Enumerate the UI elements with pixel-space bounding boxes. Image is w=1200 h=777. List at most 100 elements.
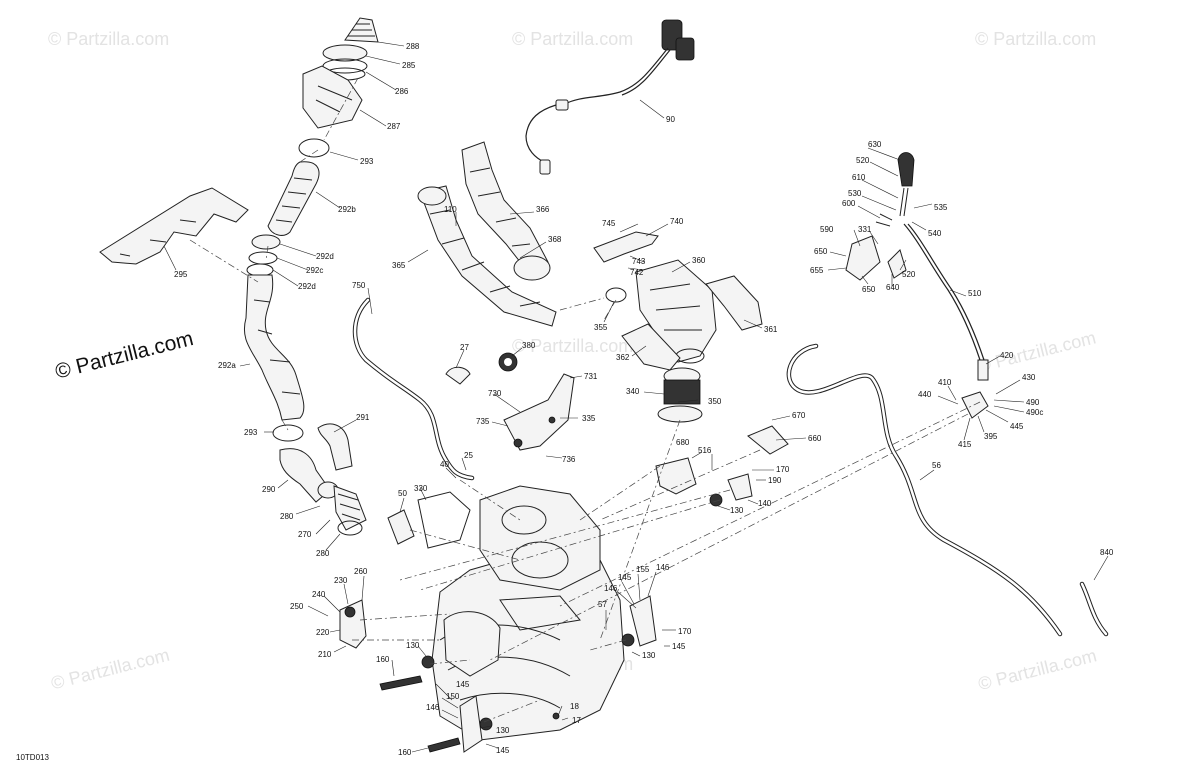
callout-335: 335 (582, 414, 596, 423)
panel-361 (705, 275, 763, 331)
callout-355: 355 (594, 323, 608, 332)
bracket-680 (655, 457, 697, 495)
projection-lines (189, 77, 981, 723)
callout-540: 540 (928, 229, 942, 238)
engine-block (417, 485, 625, 741)
callout-146: 146 (604, 584, 618, 593)
callout-330: 330 (414, 484, 428, 493)
callout-745: 745 (602, 219, 616, 228)
drawing-code: 10TD013 (16, 753, 49, 762)
callout-490c: 490c (1026, 408, 1043, 417)
callout-285: 285 (402, 61, 416, 70)
callout-440: 440 (918, 390, 932, 399)
callout-230: 230 (334, 576, 348, 585)
callout-130: 130 (496, 726, 510, 735)
callout-650: 650 (862, 285, 876, 294)
clamp-355 (605, 287, 627, 303)
callout-340: 340 (626, 387, 640, 396)
callout-742: 742 (630, 268, 644, 277)
watermark: © Partzilla.com (48, 29, 169, 49)
callout-368: 368 (548, 235, 562, 244)
callout-290: 290 (262, 485, 276, 494)
watermark: © Partzilla.com (49, 645, 172, 694)
callout-50: 50 (398, 489, 407, 498)
callout-520: 520 (856, 156, 870, 165)
callout-291: 291 (356, 413, 370, 422)
bracket-740 (593, 231, 659, 263)
callout-420: 420 (1000, 351, 1014, 360)
callout-840: 840 (1100, 548, 1114, 557)
bracket-730 (503, 373, 575, 451)
callout-155: 155 (636, 565, 650, 574)
callout-292d: 292d (298, 282, 316, 291)
callout-260: 260 (354, 567, 368, 576)
watermark: © Partzilla.com (975, 29, 1096, 49)
callout-650: 650 (814, 247, 828, 256)
callout-210: 210 (318, 650, 332, 659)
callout-430: 430 (1022, 373, 1036, 382)
callout-331: 331 (858, 225, 872, 234)
callout-510: 510 (968, 289, 982, 298)
callout-288: 288 (406, 42, 420, 51)
callout-535: 535 (934, 203, 948, 212)
callout-150: 150 (446, 692, 460, 701)
callout-292b: 292b (338, 205, 356, 214)
callout-516: 516 (698, 446, 712, 455)
callout-680: 680 (676, 438, 690, 447)
bracket-150 (459, 695, 483, 753)
callout-350: 350 (708, 397, 722, 406)
bracket-260 (339, 599, 367, 649)
callout-190: 190 (768, 476, 782, 485)
callout-740: 740 (670, 217, 684, 226)
callout-361: 361 (764, 325, 778, 334)
part-27 (445, 366, 471, 385)
callout-600: 600 (842, 199, 856, 208)
callout-362: 362 (616, 353, 630, 362)
callout-145: 145 (618, 573, 632, 582)
callout-280: 280 (316, 549, 330, 558)
callout-735: 735 (476, 417, 490, 426)
callout-295: 295 (174, 270, 188, 279)
callout-146: 146 (426, 703, 440, 712)
callout-160: 160 (376, 655, 390, 664)
callout-287: 287 (387, 122, 401, 131)
callout-360: 360 (692, 256, 706, 265)
callout-286: 286 (395, 87, 409, 96)
callout-160: 160 (398, 748, 412, 757)
callout-130: 130 (406, 641, 420, 650)
callout-380: 380 (522, 341, 536, 350)
callout-220: 220 (316, 628, 330, 637)
callout-530: 530 (848, 189, 862, 198)
callout-490: 490 (1026, 398, 1040, 407)
callout-520: 520 (902, 270, 916, 279)
callout-670: 670 (792, 411, 806, 420)
callout-146: 146 (656, 563, 670, 572)
callout-395: 395 (984, 432, 998, 441)
leader-lines (163, 41, 1109, 753)
callout-655: 655 (810, 266, 824, 275)
callout-57: 57 (598, 600, 607, 609)
callout-292c: 292c (306, 266, 323, 275)
callout-250: 250 (290, 602, 304, 611)
callout-292a: 292a (218, 361, 236, 370)
callout-17: 17 (572, 716, 581, 725)
callout-130: 130 (642, 651, 656, 660)
callout-292d: 292d (316, 252, 334, 261)
air-intake-assembly (99, 17, 379, 536)
callout-25: 25 (464, 451, 473, 460)
callout-280: 280 (280, 512, 294, 521)
callout-366: 366 (536, 205, 550, 214)
callout-736: 736 (562, 455, 576, 464)
callout-140: 140 (758, 499, 772, 508)
housing-360 (635, 259, 717, 363)
callout-270: 270 (298, 530, 312, 539)
callout-27: 27 (460, 343, 469, 352)
callout-110: 110 (444, 205, 457, 214)
callout-730: 730 (488, 389, 502, 398)
brand-watermark: © Partzilla.com (53, 327, 196, 384)
callout-630: 630 (868, 140, 882, 149)
callout-410: 410 (938, 378, 952, 387)
callout-293: 293 (360, 157, 374, 166)
callout-56: 56 (932, 461, 941, 470)
